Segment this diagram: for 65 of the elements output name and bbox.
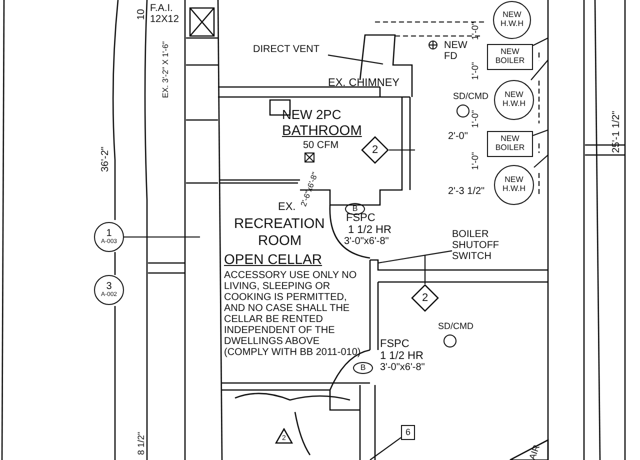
dimension-text: 36'-2": [100, 146, 111, 172]
tag-text: NEW H.W.H: [501, 176, 527, 194]
boiler-symbol: [487, 131, 533, 157]
fixture-label: SD/CMD: [453, 92, 488, 102]
dimension-text: EX. 3'-2" X 1'-6": [162, 41, 171, 98]
leader-line: [378, 250, 452, 264]
section-marker: [94, 275, 124, 305]
dimension-text: 1'-0": [471, 62, 481, 80]
leader-line: [532, 129, 548, 136]
room-name: ROOM: [258, 233, 302, 248]
tag-text: 1: [106, 228, 112, 240]
leader-line: [530, 60, 548, 80]
dimension-text: 8 1/2": [137, 432, 147, 455]
tag-text: 2: [372, 144, 378, 156]
leader-line: [424, 255, 426, 284]
door-tag: [345, 203, 365, 215]
room-label: EX.: [278, 201, 296, 214]
leader-line: [328, 54, 384, 65]
callout-text: DIRECT VENT: [253, 44, 320, 54]
water-heater-symbol: [493, 1, 531, 39]
water-heater-symbol: [494, 165, 534, 205]
dimension-text: 1'-0": [471, 152, 481, 170]
dimension-text: 10: [136, 8, 147, 20]
water-heater-symbol: [494, 80, 534, 120]
tag-text: 3: [106, 281, 112, 292]
room-label: EX. CHIMNEY: [328, 77, 400, 90]
tag-text: NEW H.W.H: [501, 91, 527, 109]
section-marker: [94, 222, 124, 252]
room-name: RECREATION: [234, 216, 325, 232]
fixture-label: SD/CMD: [438, 322, 474, 332]
door-label: 3'-0"x6'-8": [344, 236, 389, 247]
boiler-symbol: [487, 44, 533, 70]
leader-line: [370, 437, 402, 460]
dimension-text: 2'-3 1/2": [448, 186, 485, 197]
leader-line: [534, 154, 548, 168]
leader-line: [389, 149, 415, 151]
vent-label: F.A.I. 12X12: [150, 3, 180, 25]
section-cut-line: [124, 236, 200, 238]
callout-text: BOILER SHUTOFF SWITCH: [452, 228, 500, 262]
tag-text: NEW BOILER: [494, 48, 526, 66]
fixture-label: NEW FD: [444, 40, 468, 62]
dimension-text: 2'-0": [448, 131, 468, 142]
tag-text: NEW BOILER: [494, 135, 526, 153]
leader-line: [532, 38, 548, 46]
door-label: FSPC: [380, 338, 410, 350]
door-tag: [353, 362, 373, 374]
tag-text: B: [360, 364, 366, 372]
revision-tag: [275, 428, 293, 444]
keynote-tag: [401, 425, 415, 440]
door-label: FSPC: [346, 212, 376, 224]
room-name: OPEN CELLAR: [224, 252, 322, 268]
keynote-diamond: [411, 284, 439, 312]
tag-text: 6: [405, 428, 410, 438]
tag-text: NEW H.W.H: [499, 11, 525, 29]
door-label: 3'-0"x6'-8": [380, 362, 425, 373]
door-label: 1 1/2 HR: [348, 224, 392, 236]
room-name: BATHROOM: [282, 123, 362, 138]
door-label: 1 1/2 HR: [380, 350, 424, 362]
fan-label: 50 CFM: [303, 140, 339, 151]
keynote-diamond: [361, 136, 389, 164]
tag-text: B: [352, 204, 358, 213]
dimension-text: 1'-0": [471, 22, 481, 40]
tag-text: 2: [422, 292, 428, 304]
dimension-text: 1'-0": [471, 110, 481, 128]
cellar-note: ACCESSORY USE ONLY NO LIVING, SLEEPING OR COOKING IS PERMITTED, AND NO CASE SHALL THE CELLAR BE RENTED INDEPENDENT OF THE DWELLINGS ABOVE (COMPLY WITH BB 2011-010): [224, 270, 362, 358]
